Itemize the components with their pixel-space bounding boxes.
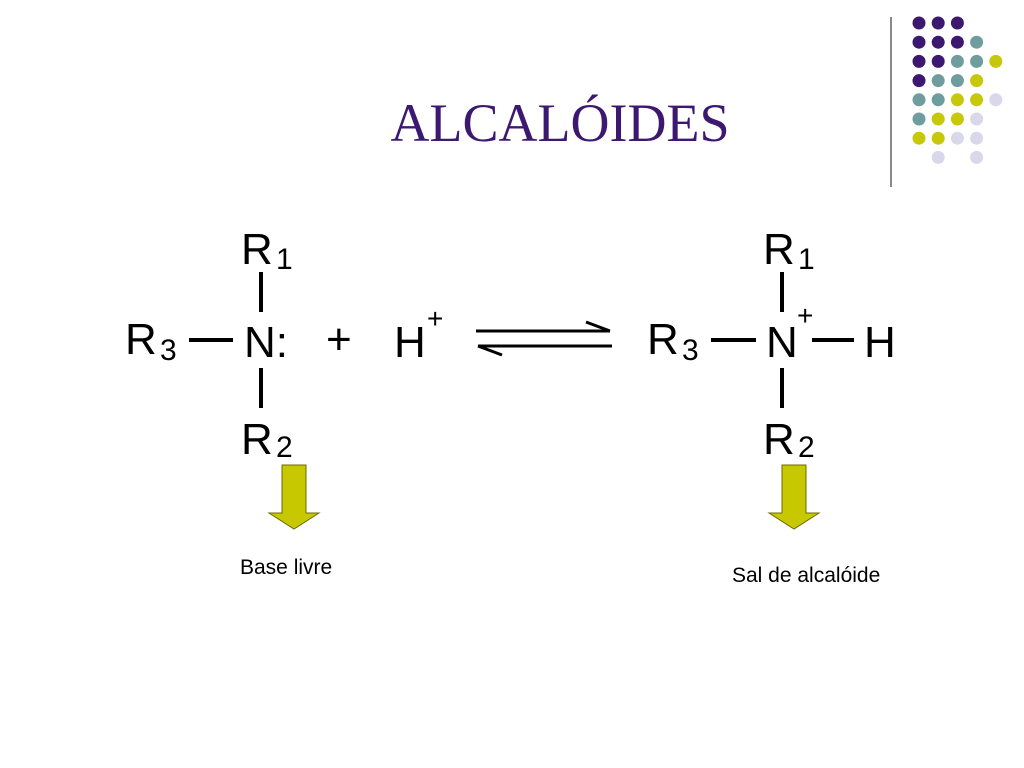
decorative-dot [950, 74, 964, 88]
right-r2-symbol: R [763, 415, 795, 464]
left-r2-subscript: 2 [276, 431, 293, 464]
decorative-dot [970, 112, 984, 126]
forward-arrow-head [585, 320, 611, 333]
left-down-arrow [267, 464, 321, 530]
decorative-dot [912, 93, 926, 107]
decorative-dot [931, 131, 945, 145]
decorative-dot [970, 131, 984, 145]
decorative-dot [931, 54, 945, 68]
decorative-dot-grid [912, 16, 1003, 164]
decorative-dot [912, 74, 926, 88]
decorative-dot [970, 93, 984, 107]
decorative-dot [950, 35, 964, 49]
proton-charge: + [427, 303, 444, 334]
right-nitrogen: N [766, 318, 798, 367]
free-base-label: Base livre [240, 556, 333, 579]
right-r2-subscript: 2 [798, 431, 815, 464]
decorative-dot [970, 54, 984, 68]
decorative-dot [970, 35, 984, 49]
decorative-dot [912, 131, 926, 145]
header-divider-line [890, 17, 892, 187]
decorative-dot [970, 150, 984, 164]
decorative-dot [912, 35, 926, 49]
right-r3-subscript: 3 [682, 334, 699, 367]
right-down-arrow [767, 464, 821, 530]
decorative-dot [931, 74, 945, 88]
right-r1-subscript: 1 [798, 243, 815, 276]
decorative-dot [931, 16, 945, 30]
decorative-dot [989, 54, 1003, 68]
reverse-arrow-head [477, 344, 503, 357]
decorative-dot [931, 93, 945, 107]
right-hydrogen: H [864, 318, 896, 367]
left-nitrogen-with-lone-pair: N: [244, 318, 288, 367]
equilibrium-arrows [476, 320, 612, 357]
decorative-dot [950, 131, 964, 145]
decorative-dot [931, 35, 945, 49]
right-r1-symbol: R [763, 225, 795, 274]
proton-symbol: H [394, 318, 426, 367]
plus-sign: + [326, 315, 352, 364]
left-r2-symbol: R [241, 415, 273, 464]
decorative-dot [931, 112, 945, 126]
right-nitrogen-charge: + [797, 300, 814, 331]
left-r1-symbol: R [241, 225, 273, 274]
decorative-dot [970, 74, 984, 88]
left-r1-subscript: 1 [276, 243, 293, 276]
decorative-dot [950, 93, 964, 107]
left-r3-symbol: R [125, 315, 157, 364]
decorative-dot [950, 16, 964, 30]
decorative-dot [950, 112, 964, 126]
decorative-dot [989, 93, 1003, 107]
decorative-dot [912, 54, 926, 68]
decorative-dot [912, 16, 926, 30]
right-r3-symbol: R [647, 315, 679, 364]
decorative-dot [912, 112, 926, 126]
alkaloid-salt-label: Sal de alcalóide [732, 564, 881, 587]
slide-title: ALCALÓIDES [390, 93, 730, 153]
left-r3-subscript: 3 [160, 334, 177, 367]
decorative-dot [950, 54, 964, 68]
decorative-dot [931, 150, 945, 164]
